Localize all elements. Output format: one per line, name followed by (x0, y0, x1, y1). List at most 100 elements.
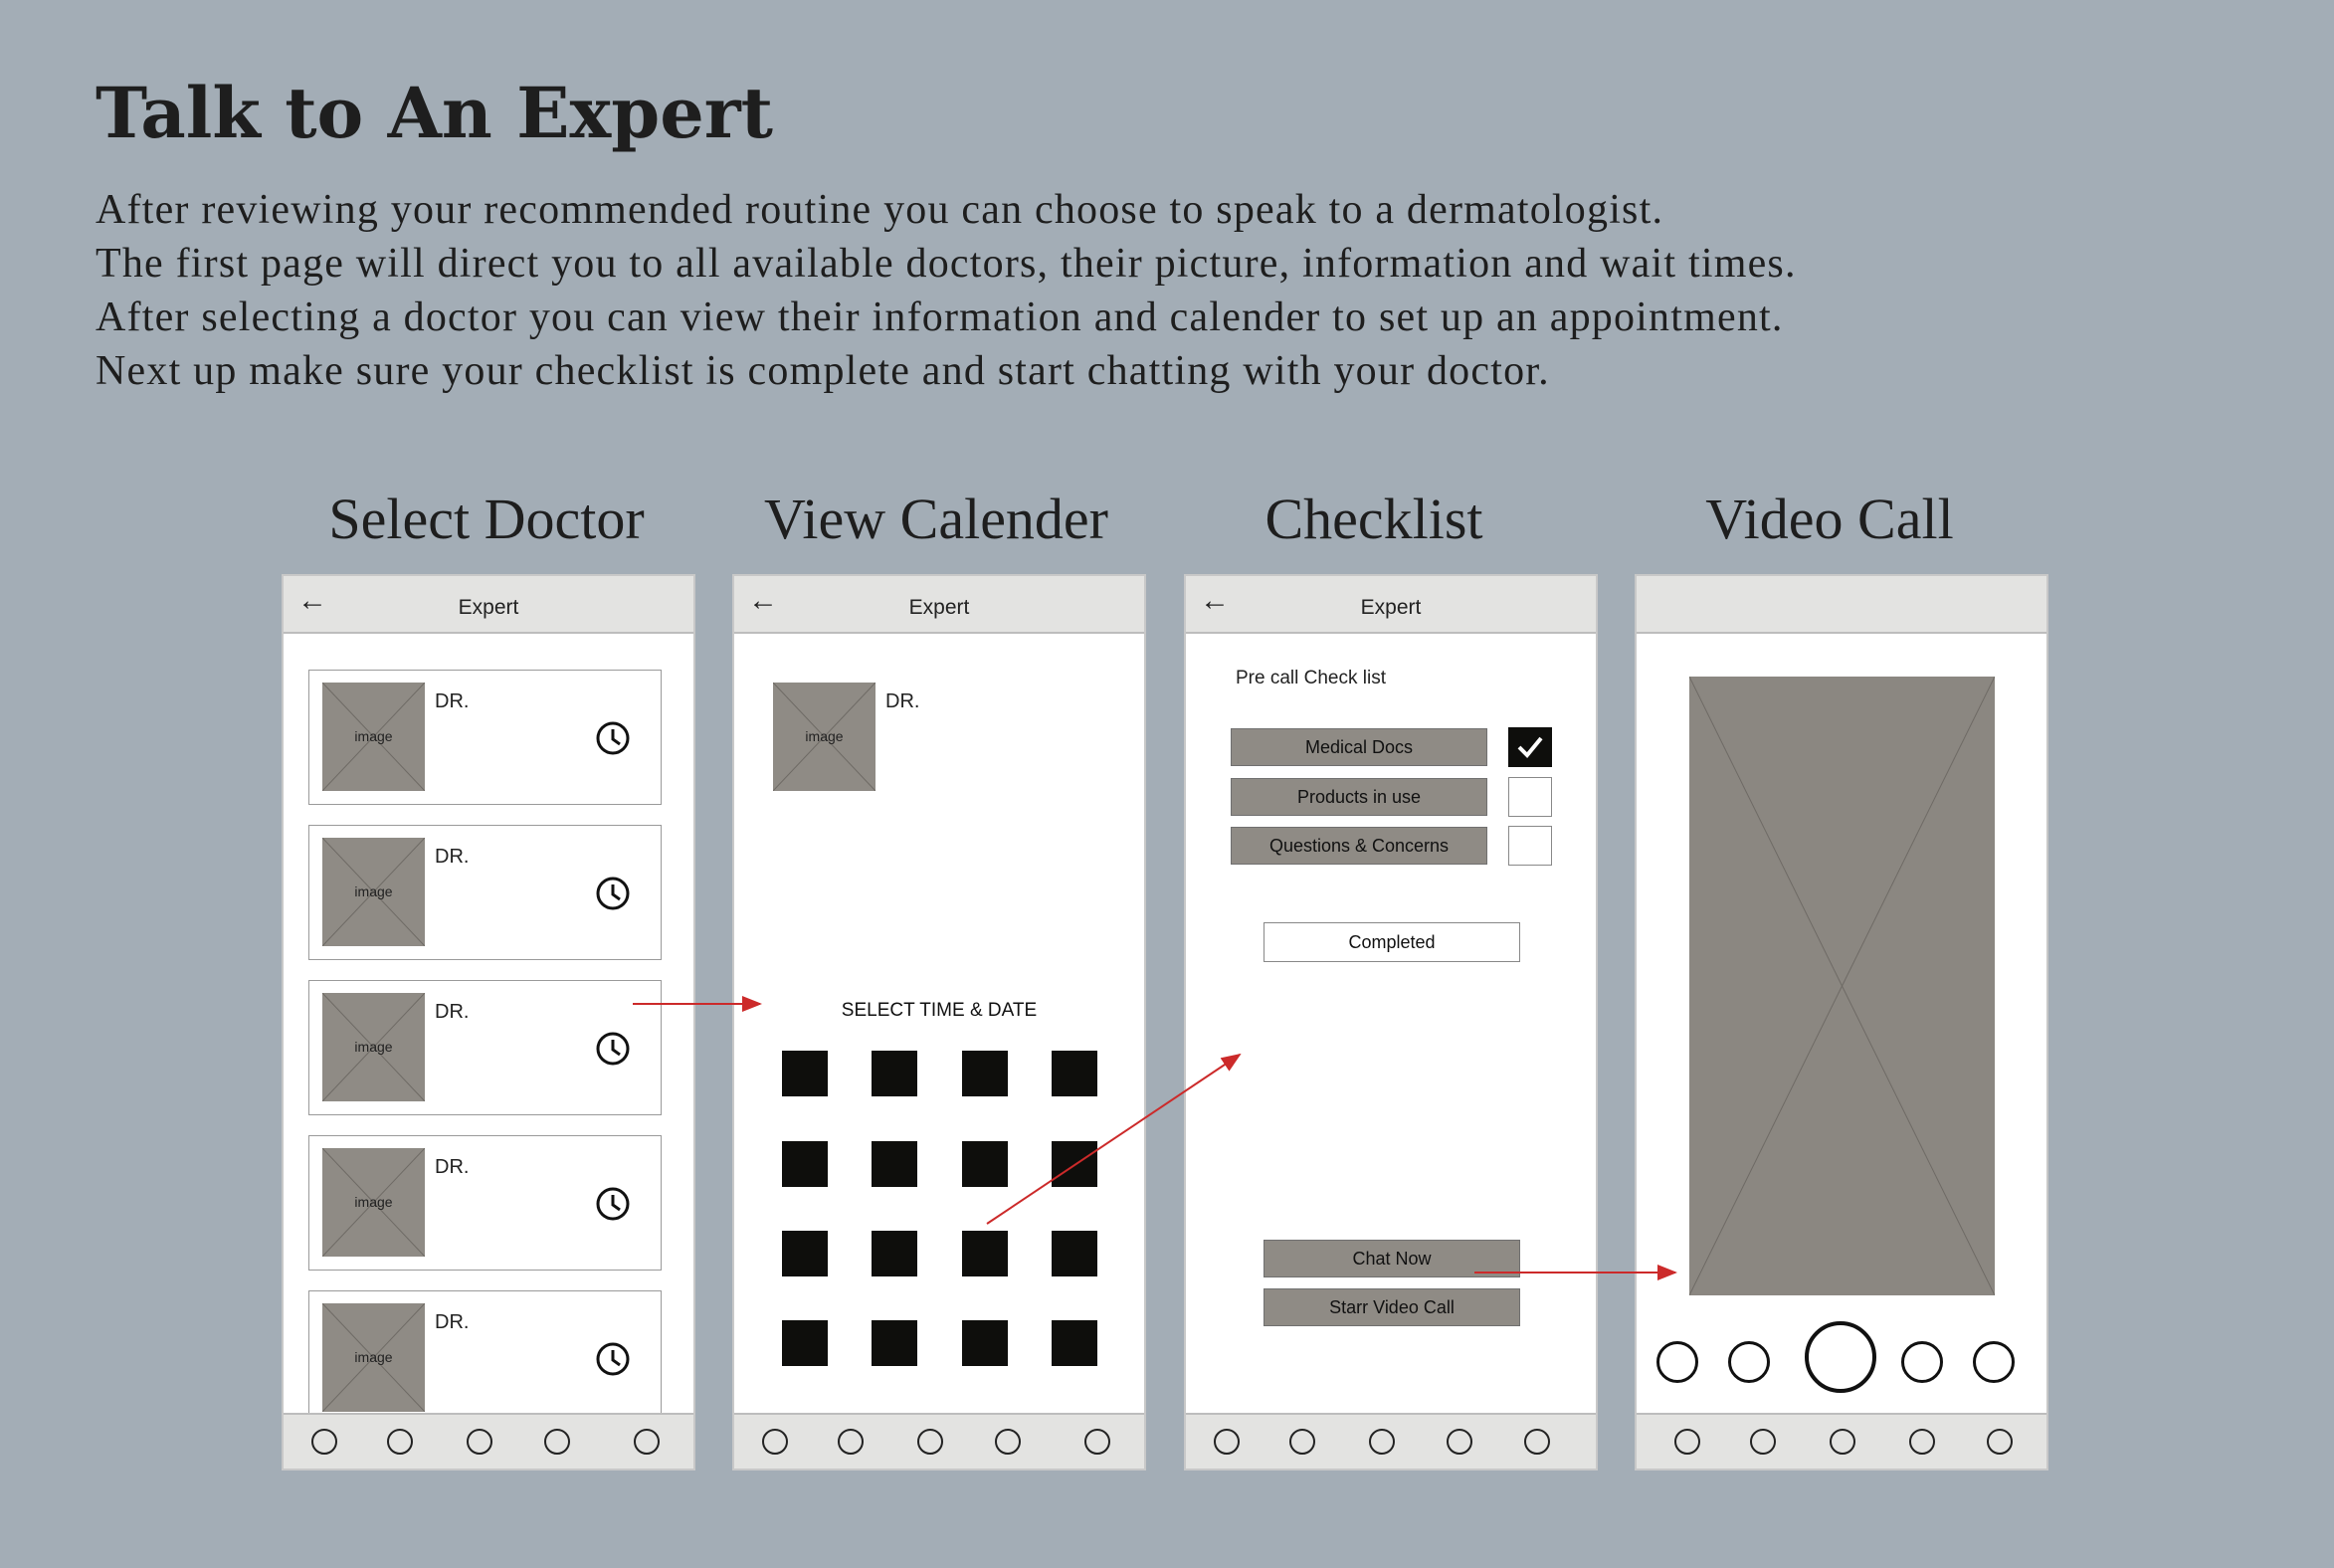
nav-circle-icon[interactable] (1289, 1429, 1315, 1455)
time-slot[interactable] (962, 1141, 1008, 1187)
time-slot[interactable] (782, 1320, 828, 1366)
bottom-nav (734, 1413, 1144, 1469)
doctor-name: DR. (435, 1001, 470, 1023)
doctor-image-placeholder: image (322, 993, 425, 1101)
time-slot[interactable] (962, 1051, 1008, 1096)
image-label: image (354, 883, 393, 899)
time-slot[interactable] (872, 1231, 917, 1276)
phone-video-call (1635, 574, 2048, 1470)
description-line: Next up make sure your checklist is comp… (96, 348, 1550, 394)
time-slot[interactable] (1052, 1320, 1097, 1366)
checkbox-medical-docs[interactable] (1508, 727, 1552, 767)
checkbox-products-in-use[interactable] (1508, 777, 1552, 817)
description-line: The first page will direct you to all av… (96, 241, 1797, 287)
doctor-name: DR. (435, 1156, 470, 1178)
back-arrow-icon[interactable]: ← (297, 584, 327, 617)
nav-circle-icon[interactable] (1830, 1429, 1855, 1455)
top-bar (1637, 576, 2046, 634)
back-arrow-icon[interactable]: ← (1200, 584, 1230, 617)
call-control-circle-icon[interactable] (1728, 1341, 1770, 1383)
time-slot[interactable] (872, 1051, 917, 1096)
screen-title-video-call: Video Call (1705, 487, 1954, 551)
nav-circle-icon[interactable] (762, 1429, 788, 1455)
description-line: After selecting a doctor you can view th… (96, 294, 1784, 340)
page-title: Talk to An Expert (96, 72, 773, 154)
pre-call-checklist-title: Pre call Check list (1236, 668, 1386, 688)
video-feed-placeholder (1689, 677, 1995, 1295)
nav-circle-icon[interactable] (311, 1429, 337, 1455)
doctor-card[interactable]: image DR. (308, 1135, 662, 1271)
time-slot[interactable] (1052, 1141, 1097, 1187)
top-bar-title: Expert (908, 596, 970, 619)
image-label: image (354, 1039, 393, 1055)
image-label: image (354, 1194, 393, 1210)
phone-view-calender: ← Expert image DR. SELECT TIME & DATE (732, 574, 1146, 1470)
checklist-item-questions-concerns[interactable]: Questions & Concerns (1231, 827, 1487, 865)
clock-icon (596, 721, 630, 755)
select-time-date-label: SELECT TIME & DATE (841, 1000, 1038, 1021)
nav-circle-icon[interactable] (1909, 1429, 1935, 1455)
time-slot[interactable] (782, 1141, 828, 1187)
doctor-image-placeholder: image (773, 683, 875, 791)
nav-circle-icon[interactable] (467, 1429, 492, 1455)
time-slot[interactable] (1052, 1231, 1097, 1276)
image-label: image (354, 728, 393, 744)
image-label: image (805, 728, 844, 744)
time-slot[interactable] (782, 1231, 828, 1276)
doctor-name: DR. (435, 1311, 470, 1333)
nav-circle-icon[interactable] (1369, 1429, 1395, 1455)
doctor-card[interactable]: image DR. (308, 1290, 662, 1426)
time-slot[interactable] (962, 1320, 1008, 1366)
nav-circle-icon[interactable] (1750, 1429, 1776, 1455)
clock-icon (596, 1187, 630, 1221)
call-control-circle-icon[interactable] (1656, 1341, 1698, 1383)
nav-circle-icon[interactable] (1674, 1429, 1700, 1455)
time-slot[interactable] (962, 1231, 1008, 1276)
time-slot[interactable] (872, 1320, 917, 1366)
checkmark-icon (1517, 736, 1543, 758)
back-arrow-icon[interactable]: ← (748, 584, 778, 617)
doctor-name: DR. (435, 846, 470, 868)
time-slot[interactable] (782, 1051, 828, 1096)
nav-circle-icon[interactable] (544, 1429, 570, 1455)
completed-button[interactable]: Completed (1264, 922, 1520, 962)
top-bar: ← Expert (734, 576, 1144, 634)
clock-icon (596, 877, 630, 910)
nav-circle-icon[interactable] (995, 1429, 1021, 1455)
top-bar-title: Expert (458, 596, 519, 619)
chat-now-button[interactable]: Chat Now (1264, 1240, 1520, 1277)
call-control-circle-icon[interactable] (1901, 1341, 1943, 1383)
camera-shutter-icon[interactable] (1805, 1321, 1876, 1393)
call-control-circle-icon[interactable] (1973, 1341, 2015, 1383)
nav-circle-icon[interactable] (917, 1429, 943, 1455)
bottom-nav (284, 1413, 693, 1469)
description-line: After reviewing your recommended routine… (96, 187, 1664, 233)
doctor-image-placeholder: image (322, 683, 425, 791)
nav-circle-icon[interactable] (387, 1429, 413, 1455)
screen-title-view-calender: View Calender (764, 487, 1108, 551)
doctor-card[interactable]: image DR. (308, 980, 662, 1115)
doctor-image-placeholder: image (322, 1303, 425, 1412)
nav-circle-icon[interactable] (1214, 1429, 1240, 1455)
checklist-item-medical-docs[interactable]: Medical Docs (1231, 728, 1487, 766)
top-bar-title: Expert (1360, 596, 1422, 619)
nav-circle-icon[interactable] (1447, 1429, 1472, 1455)
checklist-item-products-in-use[interactable]: Products in use (1231, 778, 1487, 816)
nav-circle-icon[interactable] (1084, 1429, 1110, 1455)
bottom-nav (1637, 1413, 2046, 1469)
nav-circle-icon[interactable] (1987, 1429, 2013, 1455)
description: After reviewing your recommended routine… (96, 183, 1797, 398)
clock-icon (596, 1032, 630, 1066)
top-bar: ← Expert (284, 576, 693, 634)
nav-circle-icon[interactable] (1524, 1429, 1550, 1455)
doctor-card[interactable]: image DR. (308, 670, 662, 805)
checkbox-questions-concerns[interactable] (1508, 826, 1552, 866)
time-slot[interactable] (872, 1141, 917, 1187)
nav-circle-icon[interactable] (634, 1429, 660, 1455)
nav-circle-icon[interactable] (838, 1429, 864, 1455)
start-video-call-button[interactable]: Starr Video Call (1264, 1288, 1520, 1326)
screen-title-checklist: Checklist (1264, 487, 1483, 551)
doctor-card[interactable]: image DR. (308, 825, 662, 960)
time-slot[interactable] (1052, 1051, 1097, 1096)
image-label: image (354, 1349, 393, 1365)
